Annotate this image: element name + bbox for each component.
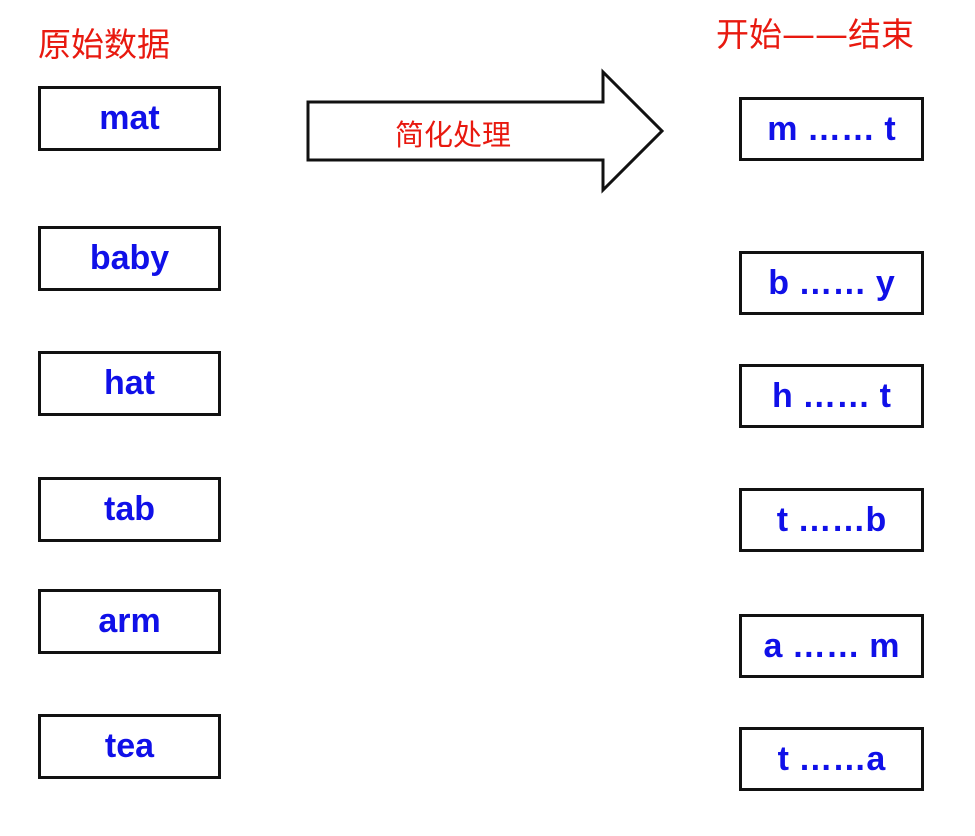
simplified-word-box: a …… m — [739, 614, 924, 678]
simplified-word-box: h …… t — [739, 364, 924, 428]
original-data-title: 原始数据 — [38, 25, 170, 64]
start-end-title: 开始——结束 — [716, 15, 914, 54]
original-word-box: mat — [38, 86, 221, 151]
simplified-word-box: t ……a — [739, 727, 924, 791]
simplified-word-box: t ……b — [739, 488, 924, 552]
original-word-box: tea — [38, 714, 221, 779]
original-word-box: arm — [38, 589, 221, 654]
arrow-label: 简化处理 — [395, 118, 512, 152]
original-word-box: hat — [38, 351, 221, 416]
original-word-box: tab — [38, 477, 221, 542]
original-word-box: baby — [38, 226, 221, 291]
simplified-word-box: m …… t — [739, 97, 924, 161]
simplified-word-box: b …… y — [739, 251, 924, 315]
